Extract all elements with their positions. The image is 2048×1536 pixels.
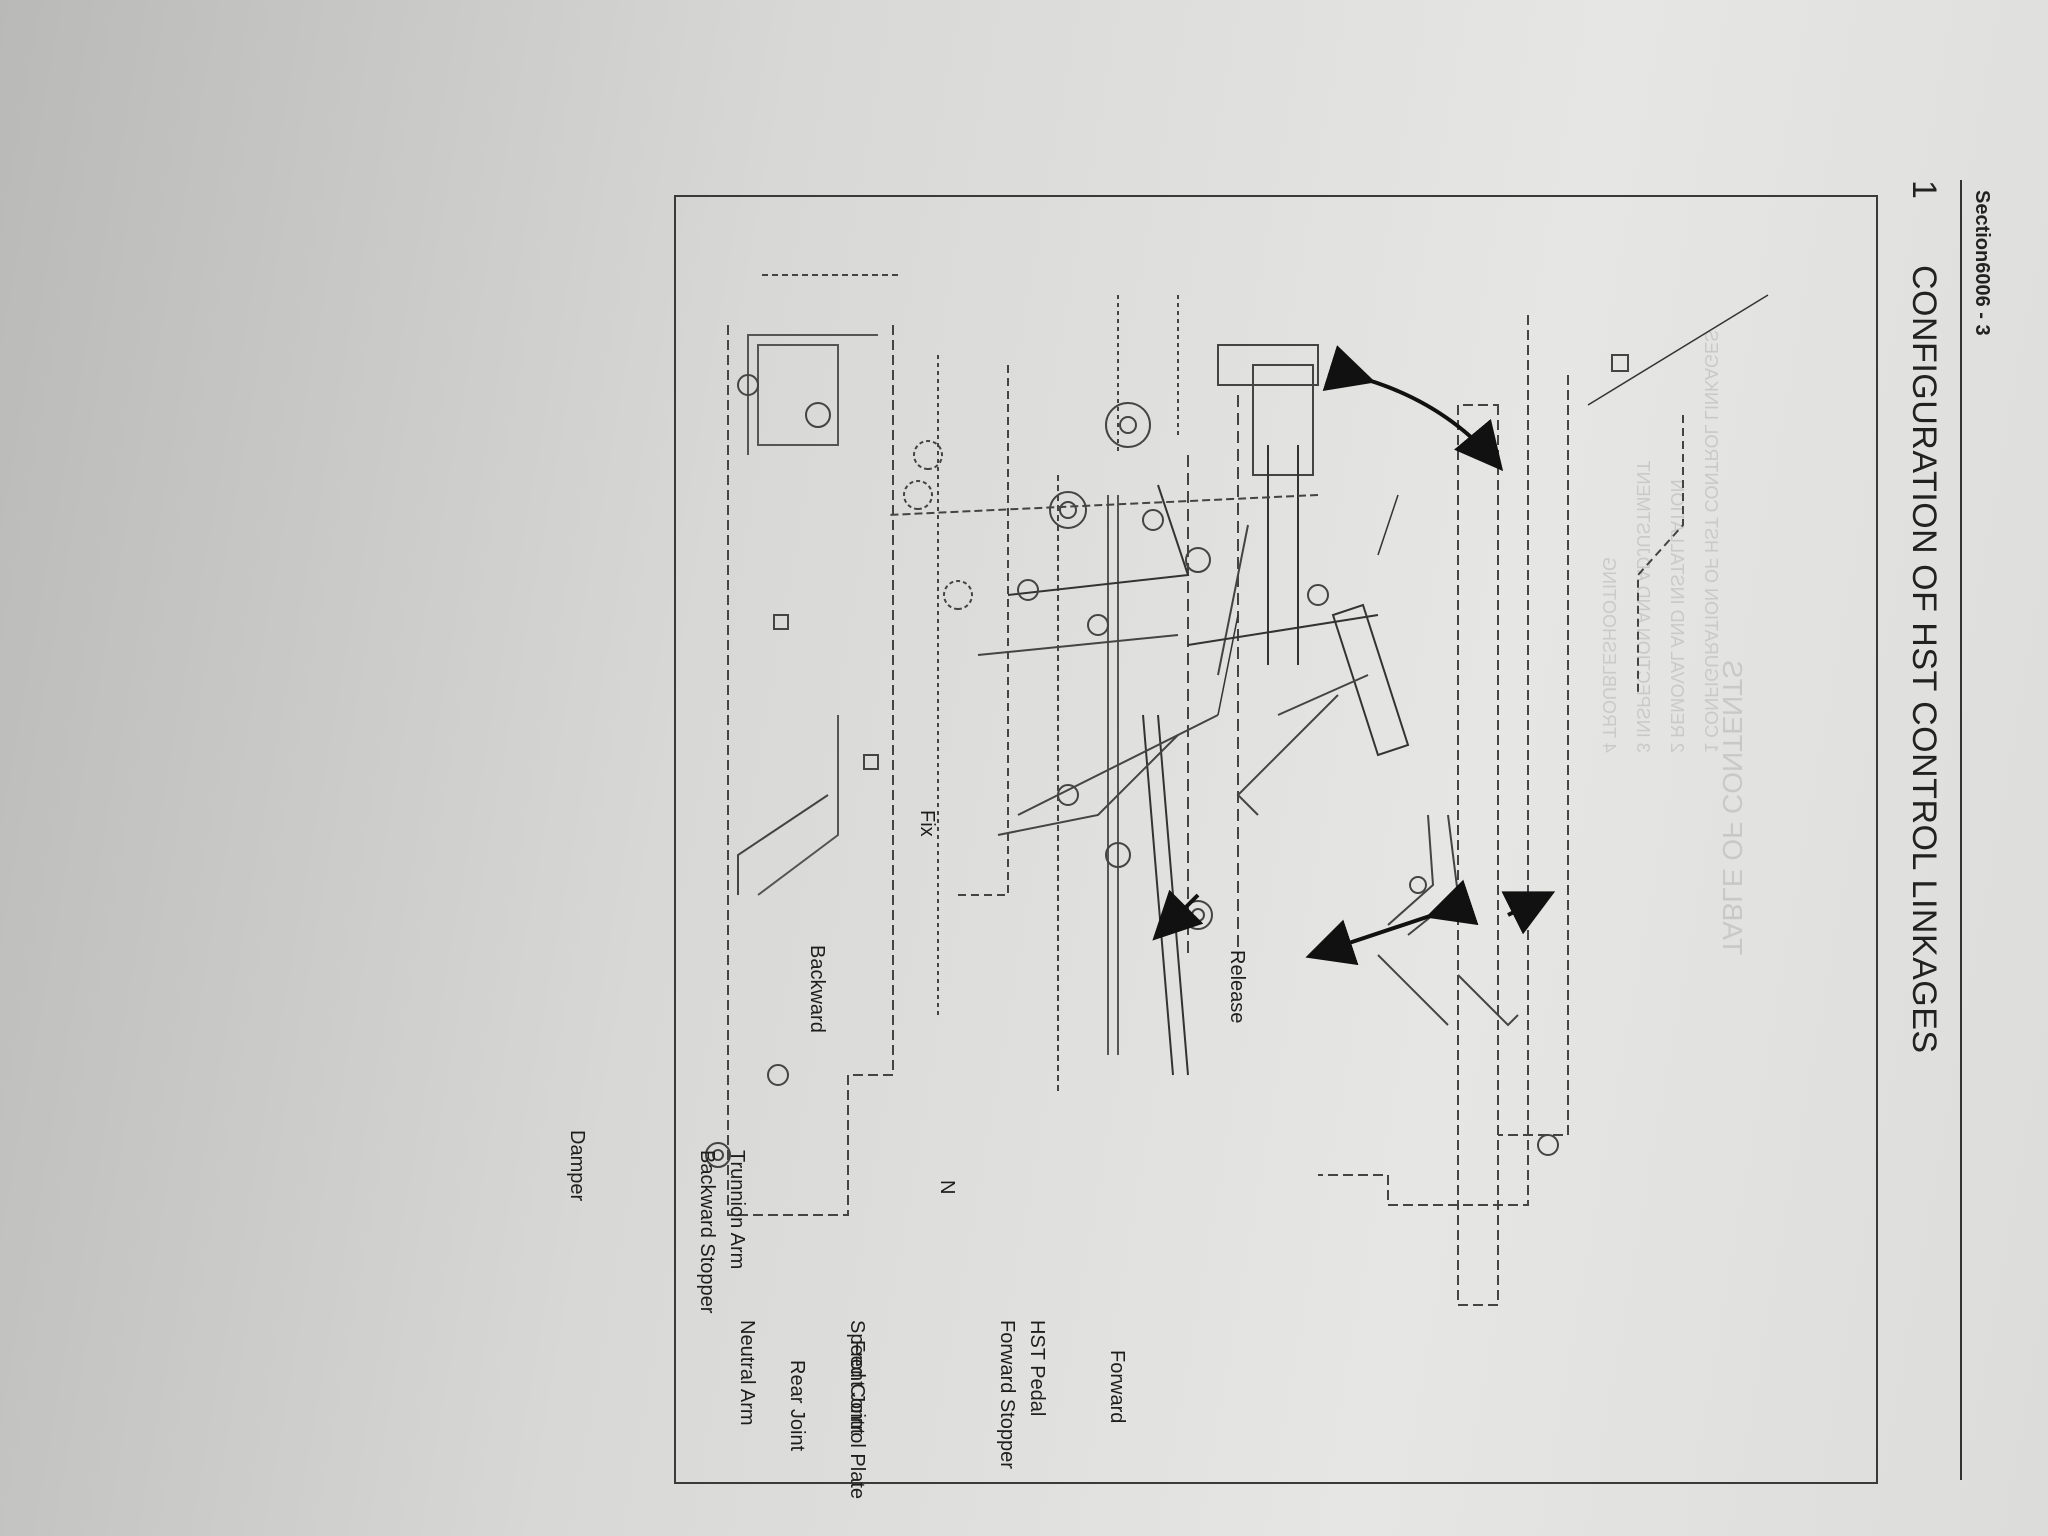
label-n: N — [936, 1180, 958, 1195]
section-label: Section6006 - 3 — [1971, 190, 1993, 336]
label-release: Release — [1226, 950, 1248, 1024]
label-neutral-arm: Neutral Arm — [736, 1320, 758, 1426]
label-speed-control-plate: Speed Control Plate — [846, 1320, 868, 1500]
linkage-drawing — [705, 274, 1769, 1306]
section-number: 1 — [1905, 180, 1943, 199]
label-backward-stopper: Backward Stopper — [696, 1150, 718, 1314]
page-title: CONFIGURATION OF HST CONTROL LINKAGES — [1905, 265, 1943, 1054]
label-forward: Forward — [1106, 1350, 1128, 1424]
label-damper: Damper — [566, 1130, 588, 1202]
label-forward-stopper: Forward Stopper — [996, 1320, 1018, 1469]
label-trunnion-arm: Trunnion Arm — [726, 1150, 748, 1270]
header-rule — [1960, 180, 1962, 1480]
label-hst-pedal: HST Pedal — [1026, 1320, 1048, 1417]
label-backward: Backward — [806, 945, 828, 1033]
label-fix: Fix — [916, 810, 938, 837]
label-rear-joint: Rear Joint — [786, 1360, 808, 1452]
